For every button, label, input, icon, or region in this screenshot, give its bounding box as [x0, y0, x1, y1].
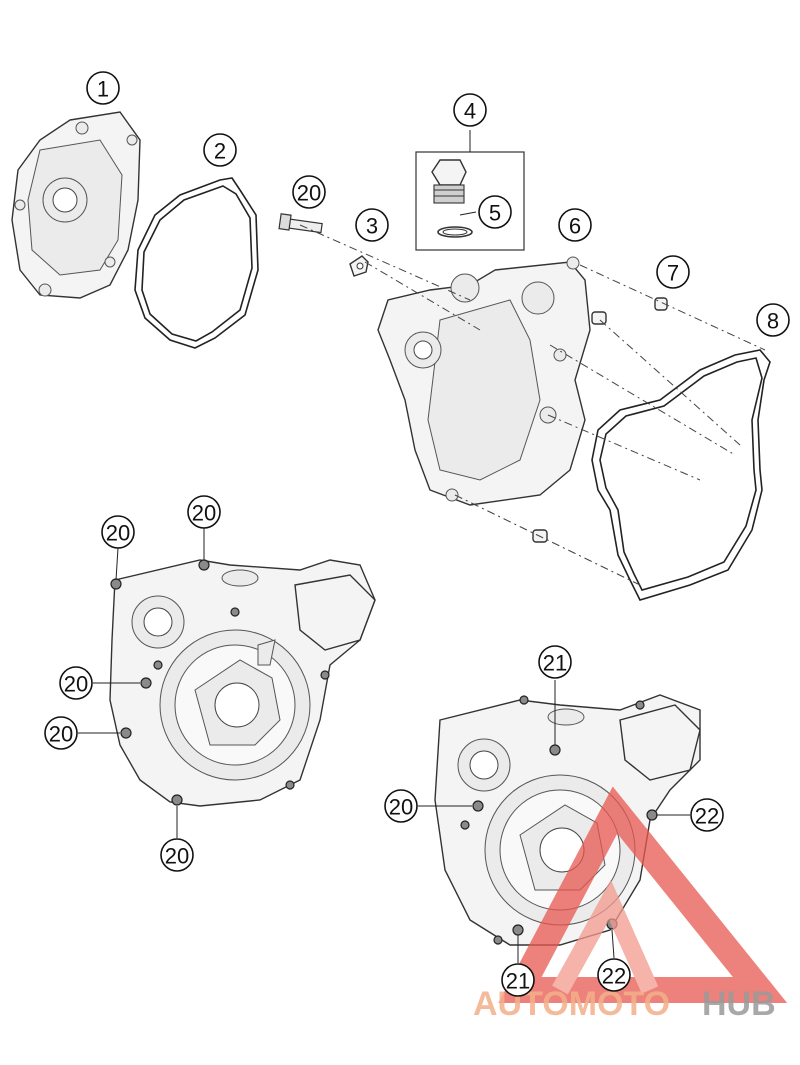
callout-2: 2 — [203, 133, 237, 167]
callout-7: 7 — [656, 255, 690, 289]
clutch-cover-part — [377, 256, 591, 506]
callout-4-label: 4 — [464, 99, 476, 124]
callout-3: 3 — [355, 208, 389, 242]
callout-21-bottom-label: 21 — [506, 969, 530, 994]
clutch-cover-gasket — [591, 349, 771, 601]
callout-20-left-a-label: 20 — [106, 521, 130, 546]
parts-inset-box — [415, 151, 525, 251]
callout-1-label: 1 — [97, 77, 109, 102]
bolt-part — [278, 213, 323, 234]
callout-22-bottom: 22 — [597, 958, 631, 992]
callout-5: 5 — [478, 195, 512, 229]
callout-5-label: 5 — [489, 201, 501, 226]
dowel-parts — [532, 297, 668, 543]
callout-20-top: 20 — [292, 175, 326, 209]
bolt-markers-left — [110, 559, 330, 806]
ignition-cover-part — [11, 111, 141, 299]
callout-20-left-b: 20 — [187, 495, 221, 529]
watermark-hub-text: HUB — [702, 985, 776, 1023]
callout-6-label: 6 — [569, 214, 581, 239]
callout-8-label: 8 — [767, 309, 779, 334]
cover-gasket-ring — [134, 177, 259, 349]
callout-8: 8 — [756, 303, 790, 337]
callout-7-label: 7 — [667, 261, 679, 286]
callout-20-left-d-label: 20 — [49, 722, 73, 747]
callout-21-bottom: 21 — [501, 963, 535, 997]
callout-21-top: 21 — [538, 645, 572, 679]
callout-20-left-c-label: 20 — [64, 672, 88, 697]
callout-22-right: 22 — [690, 798, 724, 832]
callout-1: 1 — [86, 71, 120, 105]
callout-21-top-label: 21 — [543, 651, 567, 676]
callout-20-left-e-label: 20 — [165, 844, 189, 869]
callout-22-right-label: 22 — [695, 804, 719, 829]
callout-20-right: 20 — [384, 789, 418, 823]
callout-20-left-c: 20 — [59, 666, 93, 700]
callout-20-right-label: 20 — [389, 795, 413, 820]
callout-2-label: 2 — [214, 139, 226, 164]
callout-22-bottom-label: 22 — [602, 964, 626, 989]
callout-20-left-b-label: 20 — [192, 501, 216, 526]
callout-leaders — [78, 130, 690, 963]
callout-4: 4 — [453, 93, 487, 127]
callout-20-top-label: 20 — [297, 181, 321, 206]
assembly-guide-lines — [299, 224, 766, 586]
assembled-cover-left — [109, 559, 376, 807]
callout-20-left-d: 20 — [44, 716, 78, 750]
watermark-automoto-text: AUTOMOTO — [473, 985, 670, 1023]
callout-20-left-a: 20 — [101, 515, 135, 549]
callout-20-left-e: 20 — [160, 838, 194, 872]
callout-6: 6 — [558, 208, 592, 242]
callout-3-label: 3 — [366, 214, 378, 239]
automotohub-logo-watermark — [498, 786, 788, 1003]
